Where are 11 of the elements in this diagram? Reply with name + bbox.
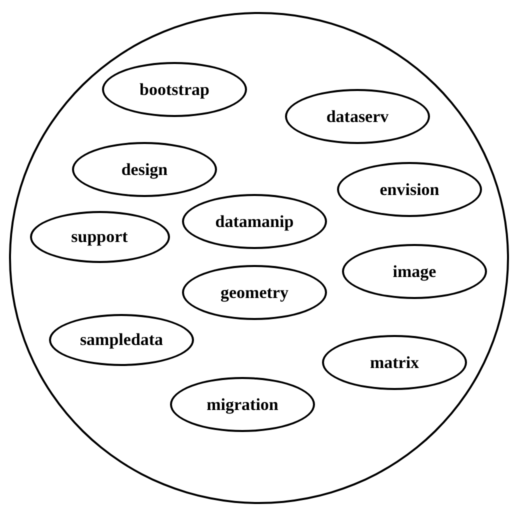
node-label: matrix xyxy=(368,352,420,372)
node-label: geometry xyxy=(220,282,290,302)
node-label: design xyxy=(120,160,169,180)
node-label: image xyxy=(392,262,438,282)
node-label: sampledata xyxy=(78,330,164,350)
node-label: datamanip xyxy=(214,212,295,232)
node-label: bootstrap xyxy=(138,80,210,100)
node-label: envision xyxy=(378,180,440,200)
node-label: migration xyxy=(206,394,280,414)
node-label: support xyxy=(70,226,129,246)
node-label: dataserv xyxy=(325,106,390,126)
